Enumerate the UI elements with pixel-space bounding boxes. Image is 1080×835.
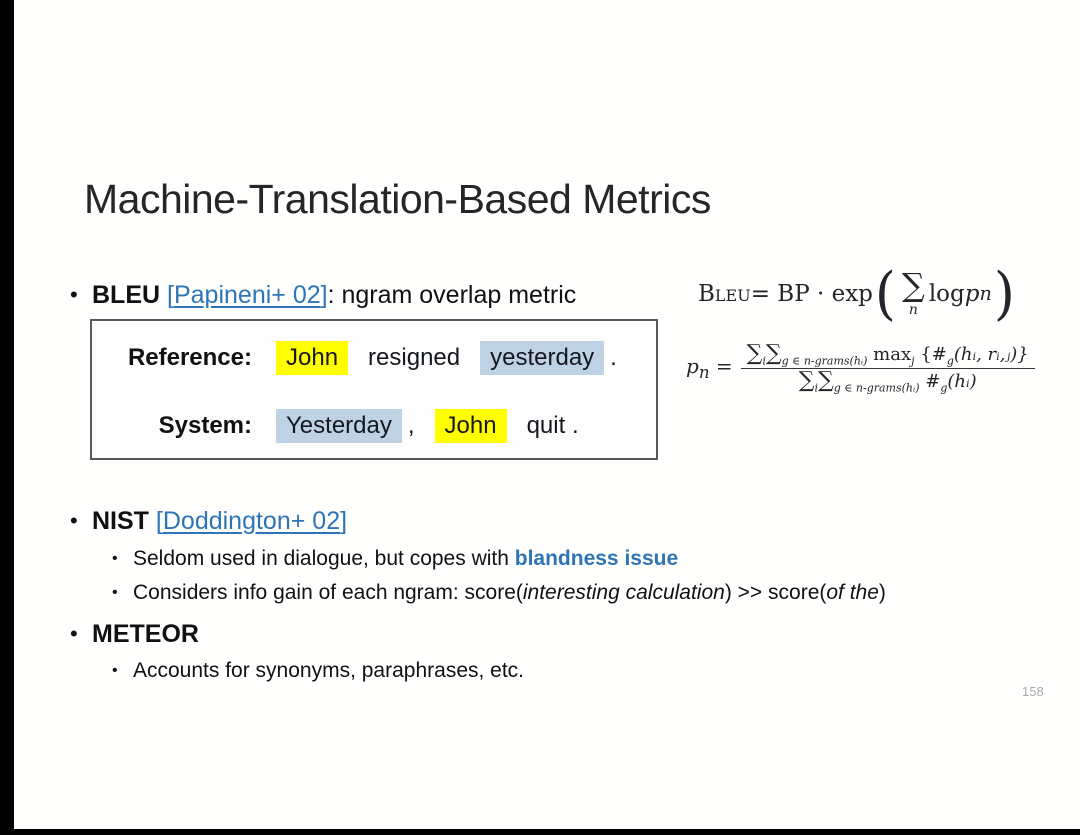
nist-sub2-text-c: ) bbox=[878, 581, 886, 604]
sum-sub-ngrams: g ∈ n-grams(hᵢ) bbox=[781, 354, 868, 368]
bullet-icon: • bbox=[112, 584, 118, 601]
hash-sub-g: g bbox=[946, 354, 954, 368]
bullet-bleu: • BLEU [Papineni+ 02]: ngram overlap metr… bbox=[70, 281, 576, 310]
highlighted-word-yellow: John bbox=[276, 341, 349, 375]
word-punct: , bbox=[407, 412, 415, 439]
bullet-icon: • bbox=[70, 508, 78, 533]
bleu-citation-link[interactable]: Papineni+ 02 bbox=[173, 281, 321, 309]
sigma-glyph: ∑ bbox=[746, 341, 763, 366]
bullet-meteor-sub1: • Accounts for synonyms, paraphrases, etc… bbox=[112, 659, 524, 683]
bleu-bracket-open: [ bbox=[167, 281, 174, 309]
nist-sub1-text: Seldom used in dialogue, but copes with bbox=[133, 547, 515, 570]
letterbox-bottom-bar bbox=[0, 829, 1080, 835]
fraction-denominator: ∑i∑g ∈ n-grams(hᵢ) #g(hᵢ) bbox=[793, 367, 983, 395]
sum-sub-i: i bbox=[814, 381, 818, 395]
bullet-nist-sub1: • Seldom used in dialogue, but copes with… bbox=[112, 547, 678, 571]
numerator-args: (hᵢ, rᵢ,ⱼ)} bbox=[953, 344, 1029, 365]
max-operator: max bbox=[867, 344, 912, 365]
equals-sign: = bbox=[709, 353, 733, 378]
word: quit . bbox=[526, 412, 579, 439]
page-title: Machine-Translation-Based Metrics bbox=[84, 176, 711, 222]
bleu-bracket-close: ] bbox=[320, 281, 328, 309]
system-label: System: bbox=[158, 412, 252, 439]
pn-lhs: pn = bbox=[686, 354, 733, 382]
nist-sub2-text-b: ) >> score( bbox=[724, 581, 827, 604]
bleu-description: : ngram overlap metric bbox=[327, 281, 577, 309]
word: resigned bbox=[368, 344, 461, 371]
nist-bracket-close: ] bbox=[340, 507, 348, 535]
bleu-formula-lhs: Bleu bbox=[698, 280, 751, 307]
fraction: ∑i∑g ∈ n-grams(hᵢ) maxj {#g(hᵢ, rᵢ,ⱼ)} ∑… bbox=[740, 341, 1035, 395]
hash-sub-g: g bbox=[940, 381, 948, 395]
sum-operator: ∑n bbox=[901, 265, 925, 318]
sigma-glyph: ∑ bbox=[798, 367, 815, 393]
bullet-nist: • NIST [Doddington+ 02] bbox=[70, 507, 347, 536]
sigma-glyph: ∑ bbox=[818, 367, 834, 393]
hash-glyph: # bbox=[919, 370, 941, 392]
brace-hash: {# bbox=[914, 344, 947, 365]
denominator-args: (hᵢ) bbox=[947, 370, 977, 392]
sum-index: n bbox=[908, 301, 918, 318]
pn-formula: pn = ∑i∑g ∈ n-grams(hᵢ) maxj {#g(hᵢ, rᵢ,… bbox=[686, 341, 1035, 394]
reference-row: Reference: John resigned yesterday . bbox=[102, 341, 637, 375]
pn-sub: n bbox=[698, 362, 710, 382]
blandness-issue-emphasis: blandness issue bbox=[514, 547, 679, 570]
bullet-meteor: • METEOR bbox=[70, 620, 199, 649]
log-text: log bbox=[928, 280, 965, 307]
close-paren: ) bbox=[993, 260, 1015, 327]
p-var: p bbox=[964, 280, 980, 307]
reference-label: Reference: bbox=[127, 344, 252, 371]
open-paren: ( bbox=[874, 260, 896, 327]
max-sub-j: j bbox=[911, 354, 915, 368]
bullet-icon: • bbox=[70, 282, 78, 307]
sum-sub-ngrams: g ∈ n-grams(hᵢ) bbox=[833, 381, 920, 395]
pn-var: p bbox=[686, 353, 699, 378]
bullet-nist-sub2: • Considers info gain of each ngram: scor… bbox=[112, 581, 886, 605]
meteor-term: METEOR bbox=[92, 620, 199, 648]
nist-sub2-italic-2: of the bbox=[826, 581, 879, 604]
nist-sub2-italic-1: interesting calculation bbox=[522, 581, 725, 604]
bleu-formula-mid: = BP · exp bbox=[750, 280, 873, 307]
sigma-glyph: ∑ bbox=[901, 265, 925, 304]
nist-bracket-open: [ bbox=[155, 507, 163, 535]
bullet-icon: • bbox=[112, 550, 118, 567]
p-sub: n bbox=[979, 282, 992, 305]
highlighted-word-blue: Yesterday bbox=[276, 409, 402, 443]
letterbox-left-bar bbox=[0, 0, 14, 835]
nist-citation-link[interactable]: Doddington+ 02 bbox=[162, 507, 341, 535]
nist-sub2-text-a: Considers info gain of each ngram: score… bbox=[133, 581, 523, 604]
bullet-icon: • bbox=[70, 621, 78, 646]
highlighted-word-yellow: John bbox=[434, 409, 507, 443]
fraction-numerator: ∑i∑g ∈ n-grams(hᵢ) maxj {#g(hᵢ, rᵢ,ⱼ)} bbox=[740, 341, 1035, 369]
meteor-sub1-text: Accounts for synonyms, paraphrases, etc. bbox=[133, 659, 525, 682]
nist-term: NIST bbox=[92, 507, 149, 535]
sum-sub-i: i bbox=[762, 354, 766, 368]
page-number: 158 bbox=[1022, 684, 1044, 699]
example-box: Reference: John resigned yesterday . Sys… bbox=[90, 319, 658, 460]
word-punct: . bbox=[610, 344, 617, 371]
sigma-glyph: ∑ bbox=[765, 341, 782, 366]
system-row: System: Yesterday , John quit . bbox=[102, 409, 599, 443]
bleu-term: BLEU bbox=[92, 281, 161, 309]
highlighted-word-blue: yesterday bbox=[480, 341, 605, 375]
bullet-icon: • bbox=[112, 662, 118, 679]
